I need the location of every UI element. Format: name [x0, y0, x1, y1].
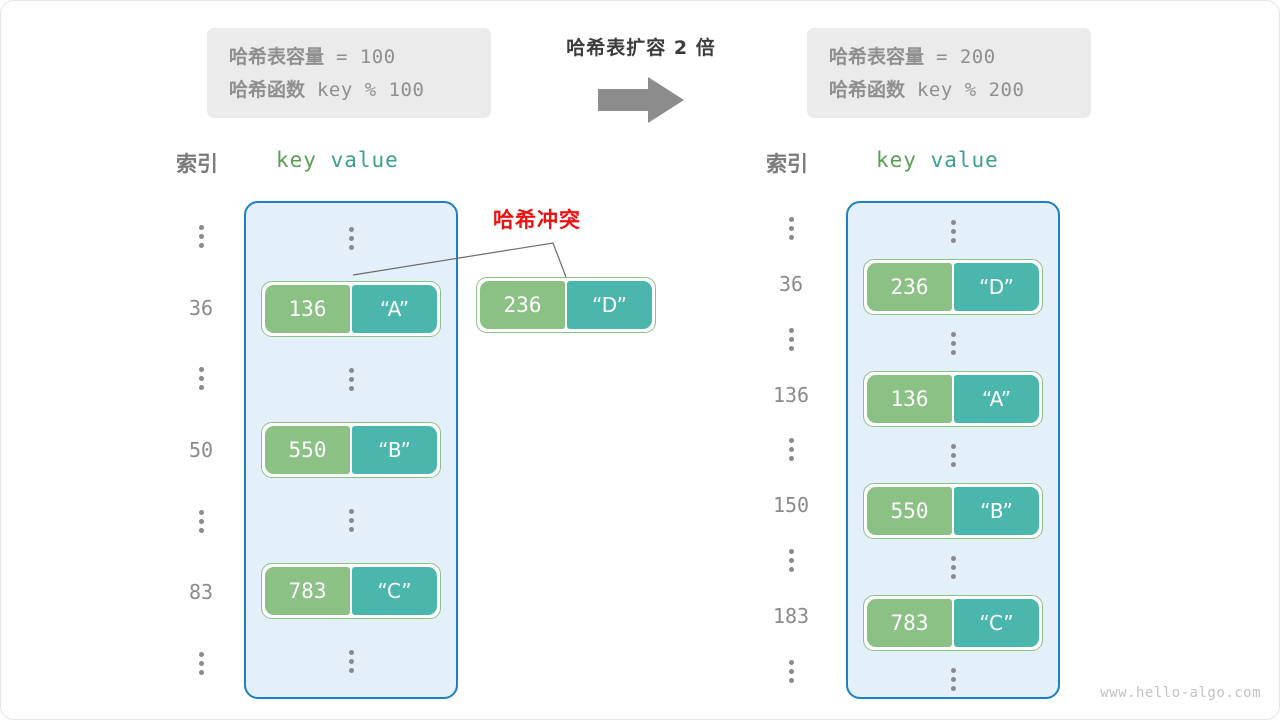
spec-capacity-before: 哈希表容量 = 100 — [229, 42, 469, 69]
table-row — [348, 351, 354, 407]
left_table-index-ellipsis — [198, 351, 204, 407]
table-row — [348, 493, 354, 549]
index-label: 83 — [188, 580, 214, 605]
right_table-index-ellipsis — [788, 644, 794, 699]
watermark: www.hello-algo.com — [1100, 685, 1261, 701]
pair-box: 236“D” — [863, 259, 1043, 315]
table-row — [348, 210, 354, 266]
left-index-rail: 36 50 83 — [161, 201, 241, 699]
left_table-index-ellipsis — [198, 635, 204, 691]
index-label: 36 — [778, 271, 804, 296]
table-row — [950, 651, 956, 707]
right_table-index-ellipsis — [788, 312, 794, 367]
pair-value: “B” — [954, 487, 1039, 535]
pair-value: “A” — [352, 284, 437, 333]
transform-arrow — [521, 75, 761, 125]
right_table-index-ellipsis — [788, 533, 794, 588]
pair-value: “A” — [954, 375, 1039, 423]
spec-capacity-after: 哈希表容量 = 200 — [829, 42, 1069, 69]
pair-key: 136 — [265, 284, 350, 333]
pair-key: 783 — [867, 599, 952, 647]
right-value-header: value — [930, 148, 999, 172]
spec-function-before: 哈希函数 key % 100 — [229, 75, 469, 102]
right_table-index-ellipsis — [788, 422, 794, 477]
spec-function-label-before: 哈希函数 — [229, 79, 306, 101]
left-value-header: value — [330, 148, 399, 172]
table-row: 783“C” — [261, 563, 441, 620]
left-index-header: 索引 — [176, 152, 218, 176]
pair-box: 236 “D” — [476, 277, 656, 333]
left_table-row-ellipsis — [348, 493, 354, 549]
spec-box-before: 哈希表容量 = 100 哈希函数 key % 100 — [207, 28, 491, 118]
spec-function-label-after: 哈希函数 — [829, 79, 906, 101]
spec-box-after: 哈希表容量 = 200 哈希函数 key % 200 — [807, 28, 1091, 118]
right-key-header: key — [876, 148, 917, 172]
pair-value: “D” — [954, 263, 1039, 311]
left-hash-table: 136“A” 550“B” 783“C” — [244, 201, 458, 699]
right_table-row-ellipsis — [950, 203, 956, 259]
spec-function-expr-before: key % 100 — [305, 79, 425, 101]
table-row: 236“D” — [863, 259, 1043, 315]
table-row — [950, 315, 956, 371]
index-label: 136 — [772, 382, 810, 407]
right_table-row-ellipsis — [950, 651, 956, 707]
index-label: 150 — [772, 493, 810, 518]
pair-key: 550 — [867, 487, 952, 535]
pair-key: 136 — [867, 375, 952, 423]
spec-capacity-label-before: 哈希表容量 — [229, 46, 325, 68]
table-row — [950, 427, 956, 483]
colliding-pair: 236 “D” — [476, 277, 656, 333]
pair-value: “C” — [954, 599, 1039, 647]
right_table-row-ellipsis — [950, 427, 956, 483]
left-key-header: key — [276, 148, 317, 172]
right-hash-table: 236“D” 136“A” 550“B” 783“C” — [846, 201, 1060, 699]
table-row: 136“A” — [261, 280, 441, 337]
left_table-row-ellipsis — [348, 210, 354, 266]
index-label: 50 — [188, 437, 214, 462]
pair-value: “B” — [352, 425, 437, 474]
right-index-header: 索引 — [766, 152, 808, 176]
pair-key: 550 — [265, 425, 350, 474]
left_table-row-ellipsis — [348, 351, 354, 407]
right_table-index-ellipsis — [788, 201, 794, 256]
pair-key: 783 — [265, 567, 350, 616]
right_table-row-ellipsis — [950, 539, 956, 595]
table-row: 136“A” — [863, 371, 1043, 427]
pair-box: 550“B” — [863, 483, 1043, 539]
table-row: 783“C” — [863, 595, 1043, 651]
pair-box: 783“C” — [261, 563, 441, 620]
spec-capacity-label-after: 哈希表容量 — [829, 46, 925, 68]
pair-value: “C” — [352, 567, 437, 616]
spec-function-after: 哈希函数 key % 200 — [829, 75, 1069, 102]
pair-box: 783“C” — [863, 595, 1043, 651]
pair-box: 550“B” — [261, 421, 441, 478]
right-arrow-icon — [598, 77, 684, 123]
spec-capacity-expr-after: = 200 — [924, 46, 996, 68]
pair-box: 136“A” — [261, 280, 441, 337]
table-row: 550“B” — [261, 421, 441, 478]
left_table-index-ellipsis — [198, 493, 204, 549]
pair-key: 236 — [867, 263, 952, 311]
pair-value: “D” — [567, 281, 652, 329]
diagram-title: 哈希表扩容 2 倍 — [566, 37, 716, 59]
left_table-row-ellipsis — [348, 634, 354, 690]
pair-box: 136“A” — [863, 371, 1043, 427]
left-kv-header: key value — [276, 148, 399, 172]
right-index-rail: 36 136 150 183 — [751, 201, 831, 699]
pair-key: 236 — [480, 281, 565, 329]
right-kv-header: key value — [876, 148, 999, 172]
right_table-row-ellipsis — [950, 315, 956, 371]
index-label: 36 — [188, 295, 214, 320]
collision-label: 哈希冲突 — [493, 208, 581, 232]
table-row — [950, 203, 956, 259]
left_table-index-ellipsis — [198, 209, 204, 265]
table-row: 550“B” — [863, 483, 1043, 539]
table-row — [950, 539, 956, 595]
table-row — [348, 634, 354, 690]
index-label: 183 — [772, 603, 810, 628]
spec-capacity-expr-before: = 100 — [324, 46, 396, 68]
spec-function-expr-after: key % 200 — [905, 79, 1025, 101]
